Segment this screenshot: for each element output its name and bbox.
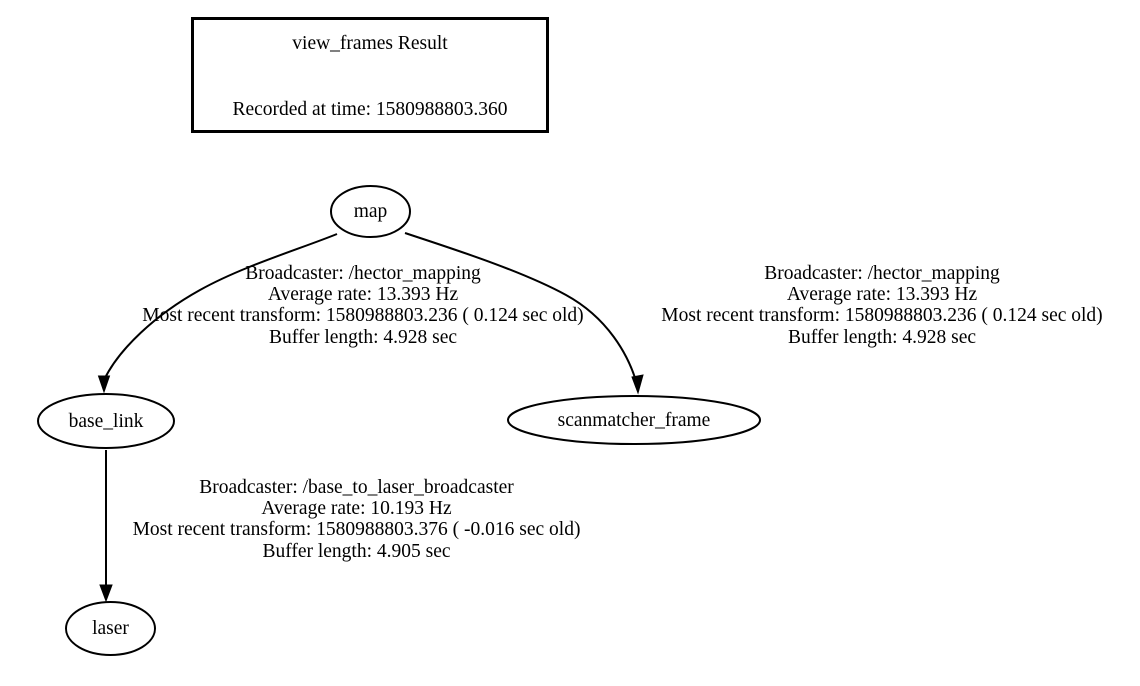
result-title: view_frames Result bbox=[292, 33, 448, 54]
edge-label-most-recent-transform: Most recent transform: 1580988803.236 ( … bbox=[661, 305, 1103, 327]
arrowhead-base_link-to-laser bbox=[99, 584, 113, 603]
arrowhead-map-to-scanmatcher_frame bbox=[631, 374, 644, 395]
node-ellipse-base_link[interactable] bbox=[37, 393, 175, 449]
view-frames-result-box: view_frames Result Recorded at time: 158… bbox=[191, 17, 549, 133]
result-recorded-time: Recorded at time: 1580988803.360 bbox=[232, 99, 508, 120]
edge-label-base_link-to-laser: Broadcaster: /base_to_laser_broadcaster … bbox=[104, 477, 609, 562]
edge-label-buffer-length: Buffer length: 4.928 sec bbox=[268, 326, 458, 348]
edge-label-map-to-base_link: Broadcaster: /hector_mapping Average rat… bbox=[108, 263, 618, 348]
edge-label-buffer-length: Buffer length: 4.928 sec bbox=[787, 326, 977, 348]
node-ellipse-scanmatcher_frame[interactable] bbox=[507, 395, 761, 445]
edge-label-most-recent-transform: Most recent transform: 1580988803.376 ( … bbox=[132, 519, 581, 541]
edge-label-map-to-scanmatcher_frame: Broadcaster: /hector_mapping Average rat… bbox=[627, 263, 1137, 348]
edge-label-buffer-length: Buffer length: 4.905 sec bbox=[262, 540, 451, 562]
edge-label-broadcaster: Broadcaster: /hector_mapping bbox=[245, 263, 481, 284]
node-label-scanmatcher_frame: scanmatcher_frame bbox=[557, 410, 711, 431]
edge-label-broadcaster: Broadcaster: /hector_mapping bbox=[764, 263, 1000, 284]
node-label-map: map bbox=[353, 201, 388, 222]
edge-map-to-base_link bbox=[103, 233, 338, 381]
node-ellipse-map[interactable] bbox=[330, 185, 411, 238]
edge-label-broadcaster: Broadcaster: /base_to_laser_broadcaster bbox=[199, 477, 514, 498]
node-label-base_link: base_link bbox=[68, 411, 144, 432]
arrowhead-map-to-base_link bbox=[97, 375, 111, 394]
edge-map-to-scanmatcher_frame bbox=[404, 232, 637, 382]
edge-label-average-rate: Average rate: 13.393 Hz bbox=[786, 284, 978, 306]
edge-label-average-rate: Average rate: 10.193 Hz bbox=[261, 498, 452, 520]
node-label-laser: laser bbox=[92, 618, 129, 639]
node-ellipse-laser[interactable] bbox=[65, 601, 156, 656]
edge-label-most-recent-transform: Most recent transform: 1580988803.236 ( … bbox=[142, 305, 584, 327]
edge-label-average-rate: Average rate: 13.393 Hz bbox=[267, 284, 459, 306]
